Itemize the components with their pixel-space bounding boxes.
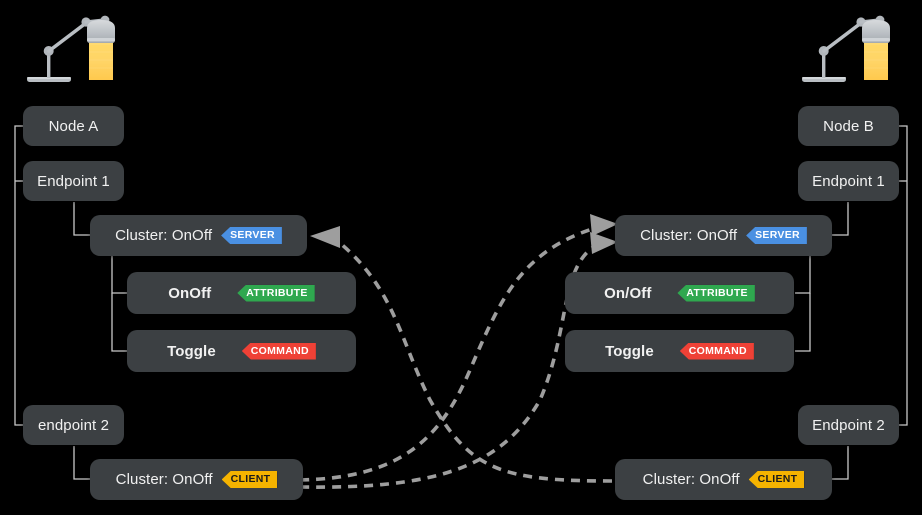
client-badge-left: CLIENT: [221, 471, 278, 488]
arrowhead-right-server-upper: [590, 214, 618, 236]
server-badge-right: SERVER: [746, 227, 807, 244]
cluster-onoff-client-box-left[interactable]: Cluster: OnOff CLIENT: [90, 459, 303, 500]
cluster-onoff-server-box-right[interactable]: Cluster: OnOff SERVER: [615, 215, 832, 256]
endpoint-2-box-left[interactable]: endpoint 2: [23, 405, 124, 445]
cluster-onoff-client-label-left: Cluster: OnOff: [115, 471, 213, 488]
cluster-onoff-client-box-right[interactable]: Cluster: OnOff CLIENT: [615, 459, 832, 500]
command-toggle-box-left[interactable]: Toggle COMMAND: [127, 330, 356, 372]
endpoint-1-label-right: Endpoint 1: [812, 172, 885, 190]
attribute-onoff-label-left: OnOff: [168, 284, 212, 302]
cluster-onoff-server-label-right: Cluster: OnOff: [640, 227, 738, 244]
command-badge-right: COMMAND: [679, 342, 754, 360]
desk-lamp-icon-left: [20, 8, 130, 100]
server-badge-left: SERVER: [221, 227, 282, 244]
endpoint-2-box-right[interactable]: Endpoint 2: [798, 405, 899, 445]
command-toggle-box-right[interactable]: Toggle COMMAND: [565, 330, 794, 372]
node-b-label: Node B: [823, 117, 874, 135]
endpoint-1-box-right[interactable]: Endpoint 1: [798, 161, 899, 201]
command-badge-left: COMMAND: [241, 342, 316, 360]
cluster-onoff-client-label-right: Cluster: OnOff: [642, 471, 740, 488]
command-toggle-label-right: Toggle: [605, 342, 654, 360]
client-badge-right: CLIENT: [748, 471, 805, 488]
arrowhead-right-server-lower: [590, 232, 618, 254]
attribute-badge-right: ATTRIBUTE: [677, 284, 755, 302]
endpoint-2-label-right: Endpoint 2: [812, 416, 885, 434]
arrowhead-left-server: [310, 226, 340, 248]
endpoint-1-label-left: Endpoint 1: [37, 172, 110, 190]
attribute-onoff-box-left[interactable]: OnOff ATTRIBUTE: [127, 272, 356, 314]
cluster-onoff-server-box-left[interactable]: Cluster: OnOff SERVER: [90, 215, 307, 256]
command-toggle-label-left: Toggle: [167, 342, 216, 360]
cluster-onoff-server-label-left: Cluster: OnOff: [115, 227, 213, 244]
attribute-onoff-label-right: On/Off: [604, 284, 652, 302]
endpoint-2-label-left: endpoint 2: [37, 416, 110, 434]
attribute-badge-left: ATTRIBUTE: [237, 284, 315, 302]
node-a-label: Node A: [48, 117, 99, 135]
attribute-onoff-box-right[interactable]: On/Off ATTRIBUTE: [565, 272, 794, 314]
node-a-box[interactable]: Node A: [23, 106, 124, 146]
endpoint-1-box-left[interactable]: Endpoint 1: [23, 161, 124, 201]
node-b-box[interactable]: Node B: [798, 106, 899, 146]
desk-lamp-icon-right: [795, 8, 905, 100]
